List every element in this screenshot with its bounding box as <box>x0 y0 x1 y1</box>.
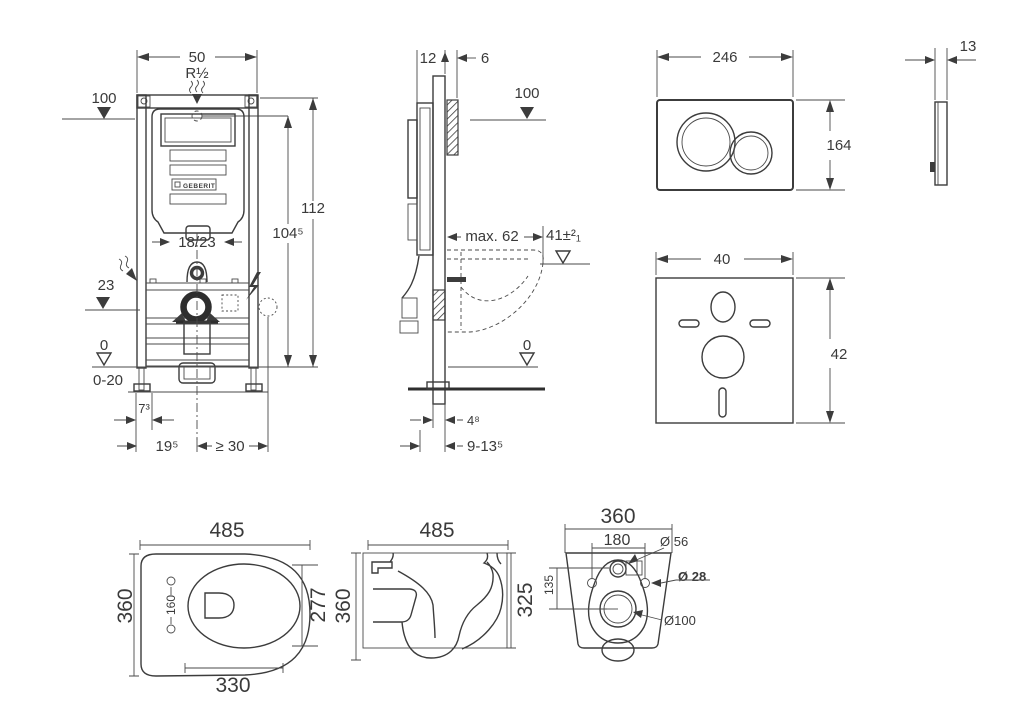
water-inlet-icon <box>189 79 205 104</box>
level-marker-open <box>518 352 536 367</box>
level-100: 100 <box>91 90 116 107</box>
dim-pan-width: 360 <box>114 588 137 623</box>
dim-foot-offset: 7³ <box>138 401 150 416</box>
level-marker-filled <box>520 107 534 119</box>
anchor-marker-circle <box>258 297 278 317</box>
dia-bolt-label: Ø 28 <box>678 569 706 584</box>
mat-outlet-cutout <box>701 335 745 379</box>
dim-frame-width: 50 <box>189 49 206 66</box>
dim-mat-width: 40 <box>714 251 731 268</box>
mat-slot-bottom <box>718 387 727 418</box>
dim-mat-height: 42 <box>831 346 848 363</box>
pan-profile <box>371 552 504 659</box>
dim-plate-height: 164 <box>826 137 851 154</box>
dim-pan-height: 360 <box>332 588 355 623</box>
dim-seat-length: 277 <box>307 587 330 622</box>
flush-plate-front: 246 164 <box>656 49 852 191</box>
dim-back-width: 360 <box>600 505 635 528</box>
dim-outlet-height: 104⁵ <box>272 225 303 242</box>
dim-bowl-length: 330 <box>215 674 250 697</box>
dim-frame-depth: 12 <box>420 50 437 67</box>
level-marker-filled <box>97 107 111 119</box>
anchor-marker-square <box>221 294 239 312</box>
lightning-icon <box>246 272 261 300</box>
dim-plate-width: 246 <box>712 49 737 66</box>
bowl-bottom-bump <box>601 638 635 662</box>
dim-seat-height: 41±²₁ <box>546 227 581 244</box>
drain-inlet-icon <box>118 255 137 281</box>
brand-logo-icon <box>174 181 181 188</box>
sound-insulation-mat: 40 42 <box>655 251 848 424</box>
dim-bolt-spacing: 180 <box>604 532 631 549</box>
dia-outlet-label: Ø100 <box>664 613 696 628</box>
cistern: GEBERIT <box>151 108 245 241</box>
wall-bracket <box>446 99 459 156</box>
pan-top-view: 485 160 360 277 330 <box>114 519 330 697</box>
dia-inlet-label: Ø 56 <box>660 534 688 549</box>
pan-back-outline <box>565 552 672 649</box>
floor-adjust-range: 0-20 <box>93 372 123 389</box>
level-zero: 0 <box>100 337 108 354</box>
flush-opening <box>204 592 235 619</box>
pan-side-view: 485 360 325 <box>332 519 537 661</box>
dim-plate-thickness: 13 <box>960 38 977 55</box>
mounting-boss-outline <box>587 559 649 644</box>
level-100-side: 100 <box>514 85 539 102</box>
dim-outlet-offset: 19⁵ <box>156 438 179 455</box>
hinge-hole-top <box>166 576 176 586</box>
mat-inlet-cutout <box>710 291 736 323</box>
dim-pan-front-height: 325 <box>514 582 537 617</box>
drain-connection <box>432 289 446 321</box>
dim-pan-length: 485 <box>209 519 244 542</box>
pan-back-view: 360 180 135 Ø 56 Ø 28 Ø100 <box>542 505 710 662</box>
flush-buttons <box>676 112 773 175</box>
level-marker-open <box>554 250 572 265</box>
flush-plate-side: 13 <box>905 38 977 186</box>
dim-total-height: 112 <box>301 200 325 217</box>
dim-min-clearance: ≥ 30 <box>215 438 244 455</box>
dim-inlet-thread: R½ <box>185 65 209 82</box>
mat-slot-right <box>749 319 771 328</box>
bolt-hole-right <box>640 578 650 588</box>
level-marker-filled <box>96 297 110 309</box>
level-23: 23 <box>98 277 115 294</box>
hinge-hole-bottom <box>166 624 176 634</box>
pan-body-outline <box>140 553 311 677</box>
drain-socket <box>172 291 220 324</box>
pan-bracket <box>447 277 466 282</box>
dim-plate-depth: 6 <box>481 50 489 67</box>
inlet-hole <box>609 560 627 578</box>
frame-front-view: 50 R½ 100 GEBERIT <box>62 49 325 455</box>
brand-label: GEBERIT <box>183 183 215 190</box>
pan-outline-dashed <box>447 249 544 333</box>
dim-pipe-range: 9-13⁵ <box>467 438 503 455</box>
level-marker-open <box>95 352 113 367</box>
mat-slot-left <box>678 319 700 328</box>
bolt-hole-left <box>587 578 597 588</box>
plate-clip <box>930 162 935 172</box>
dim-hole-height: 135 <box>542 575 556 595</box>
dim-max-depth: max. 62 <box>465 228 518 245</box>
level-zero-side: 0 <box>523 337 531 354</box>
frame-side-view: 12 6 100 max. 62 41±²₁ <box>399 50 590 455</box>
dim-rail-depth: 4⁸ <box>467 413 480 428</box>
seat-opening <box>187 563 301 649</box>
dim-pan-length-side: 485 <box>419 519 454 542</box>
dim-hinge-distance: 160 <box>164 595 178 615</box>
dim-supply: 18/23 <box>178 234 216 251</box>
